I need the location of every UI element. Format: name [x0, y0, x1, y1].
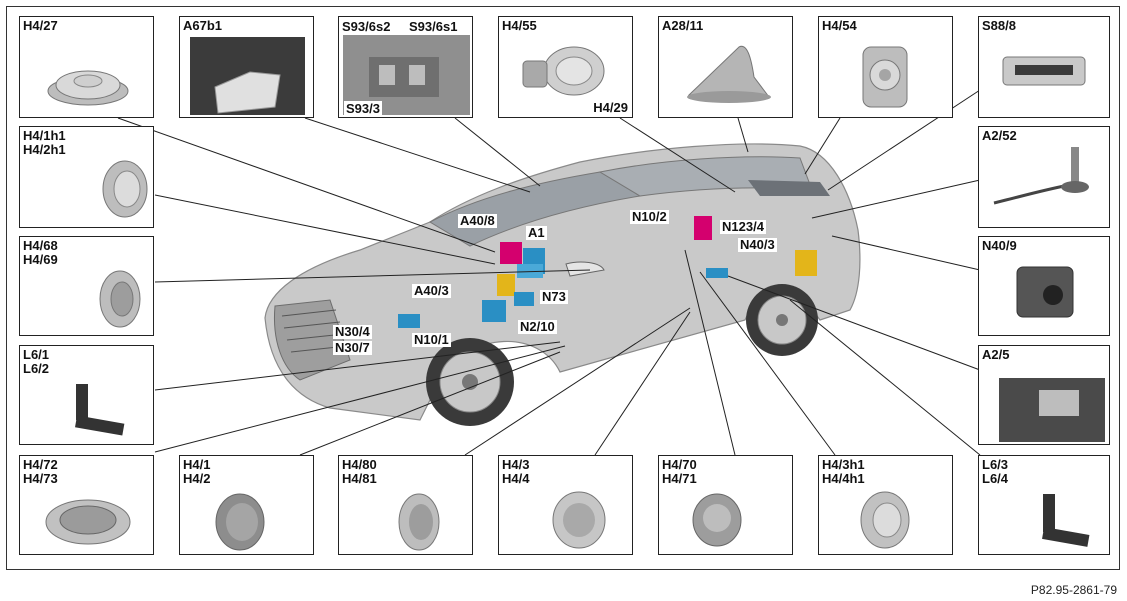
part-box-l6-3: L6/3 L6/4: [978, 455, 1110, 555]
part-box-h4-55: H4/55 H4/29: [498, 16, 633, 118]
speaker-icon: [860, 491, 910, 549]
part-label: S93/3: [344, 101, 382, 116]
sensor-icon: [75, 384, 125, 436]
part-box-s88-8: S88/8: [978, 16, 1110, 118]
part-box-l6-1: L6/1 L6/2: [19, 345, 154, 445]
part-box-h4-1: H4/1 H4/2: [179, 455, 314, 555]
callout-n2-10: N2/10: [518, 319, 557, 334]
part-box-a2-52: A2/52: [978, 126, 1110, 228]
part-box-a67b1: A67b1: [179, 16, 314, 118]
part-label: A2/5: [982, 347, 1010, 362]
part-label: H4/72 H4/73: [23, 457, 58, 486]
part-label: L6/1 L6/2: [23, 347, 50, 376]
component-photo-icon: [999, 378, 1105, 442]
speaker-icon: [47, 70, 129, 106]
camera-photo-icon: [190, 37, 305, 115]
part-box-h4-70: H4/70 H4/71: [658, 455, 793, 555]
callout-n10-1: N10/1: [412, 332, 451, 347]
speaker-icon: [398, 493, 440, 551]
callout-n30-4: N30/4: [333, 324, 372, 339]
part-label: N40/9: [982, 238, 1017, 253]
callout-n40-3: N40/3: [738, 237, 777, 252]
part-label: L6/3 L6/4: [982, 457, 1009, 486]
part-box-h4-27: H4/27: [19, 16, 154, 118]
part-label: S93/6s1: [409, 19, 458, 34]
part-label: H4/1h1 H4/2h1: [23, 128, 66, 157]
part-label: A28/11: [662, 18, 704, 33]
part-label: A2/52: [982, 128, 1017, 143]
leader-lines: [117, 89, 981, 456]
callout-n30-7: N30/7: [333, 340, 372, 355]
part-box-s93: S93/6s2 S93/6s1 S93/3: [338, 16, 473, 118]
part-label: H4/55: [502, 18, 537, 33]
part-label: A67b1: [183, 18, 223, 33]
part-box-h4-54: H4/54: [818, 16, 953, 118]
amplifier-icon: [1016, 266, 1074, 318]
speaker-icon: [102, 160, 148, 218]
part-box-h4-1h1: H4/1h1 H4/2h1: [19, 126, 154, 228]
part-label: H4/3 H4/4: [502, 457, 530, 486]
antenna-cable-icon: [993, 147, 1089, 205]
speaker-icon: [552, 491, 606, 549]
sensor-icon: [1042, 494, 1090, 547]
speaker-icon: [99, 270, 141, 328]
speaker-icon: [692, 493, 742, 547]
speaker-icon: [45, 499, 131, 545]
part-label: S93/6s2: [342, 19, 391, 34]
callout-a40-3: A40/3: [412, 283, 451, 298]
callout-a40-8: A40/8: [458, 213, 497, 228]
part-box-a2-5: A2/5: [978, 345, 1110, 445]
part-label: H4/70 H4/71: [662, 457, 697, 486]
part-label: H4/54: [822, 18, 857, 33]
part-label: H4/1 H4/2: [183, 457, 211, 486]
part-box-h4-80: H4/80 H4/81: [338, 455, 473, 555]
part-label: H4/27: [23, 18, 58, 33]
callout-n123-4: N123/4: [720, 219, 766, 234]
callout-n73: N73: [540, 289, 568, 304]
speaker-icon: [215, 493, 265, 551]
part-label: H4/3h1 H4/4h1: [822, 457, 865, 486]
speaker-icon: [862, 46, 908, 108]
part-label: S88/8: [982, 18, 1016, 33]
antenna-icon: [687, 45, 771, 103]
switch-icon: [1002, 56, 1086, 86]
callout-a1: A1: [526, 225, 547, 240]
part-box-a28-11: A28/11: [658, 16, 793, 118]
figure-reference: P82.95-2861-79: [1030, 583, 1117, 597]
part-label: H4/80 H4/81: [342, 457, 377, 486]
part-box-h4-72: H4/72 H4/73: [19, 455, 154, 555]
part-box-h4-3h1: H4/3h1 H4/4h1: [818, 455, 953, 555]
part-box-h4-68: H4/68 H4/69: [19, 236, 154, 336]
car-illustration: [264, 143, 861, 426]
callout-n10-2: N10/2: [630, 209, 669, 224]
part-box-n40-9: N40/9: [978, 236, 1110, 336]
part-label: H4/68 H4/69: [23, 238, 58, 267]
part-box-h4-3: H4/3 H4/4: [498, 455, 633, 555]
part-label: H4/29: [593, 100, 628, 115]
tweeter-icon: [522, 46, 605, 96]
